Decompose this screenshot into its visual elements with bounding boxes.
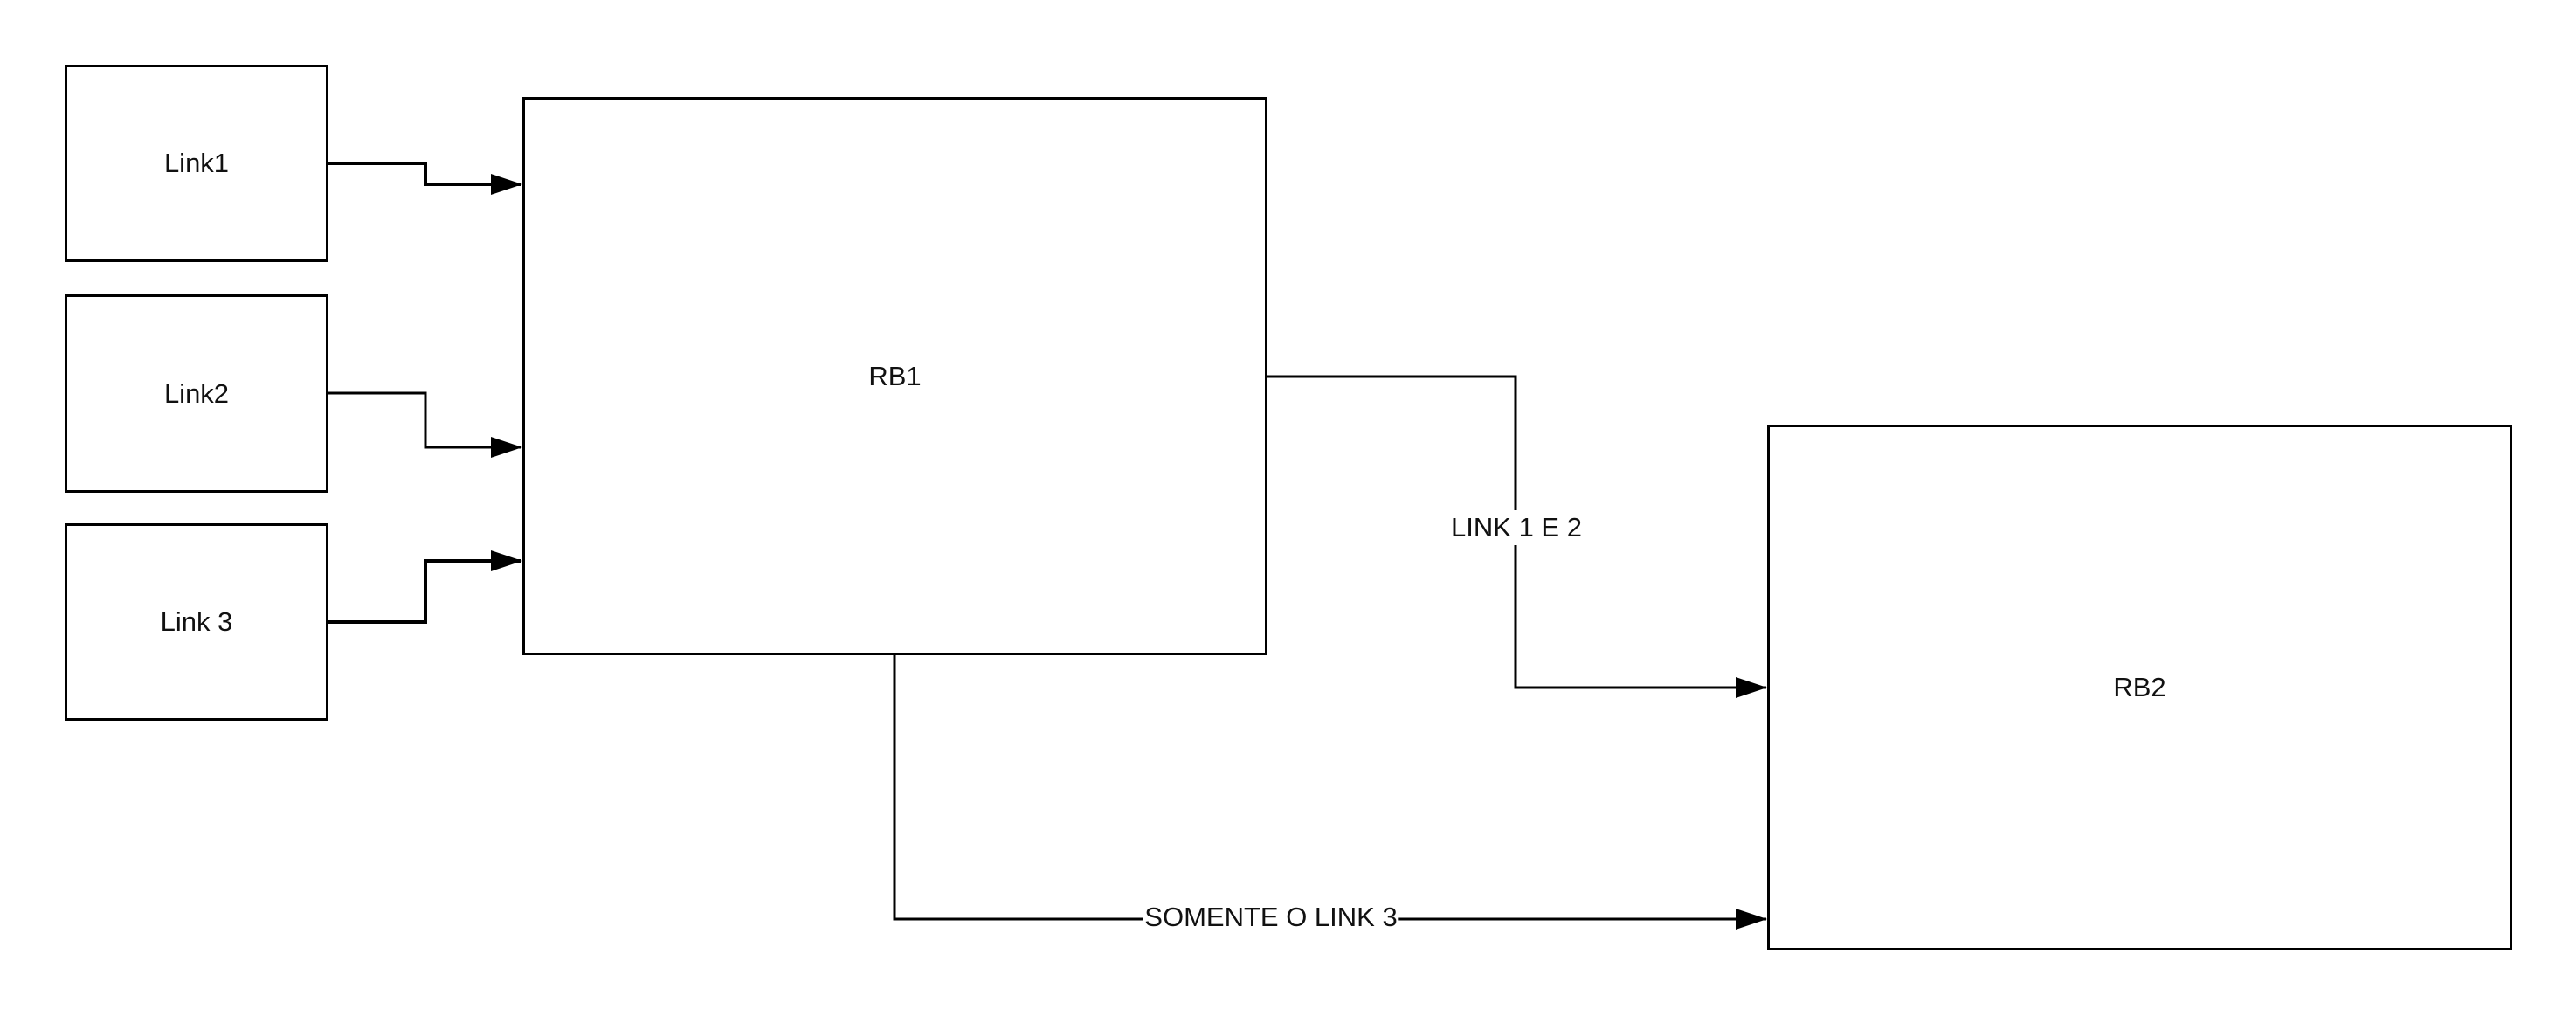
node-rb2[interactable]: RB2 bbox=[1767, 425, 2512, 950]
edge-link2-to-rb1[interactable] bbox=[328, 391, 522, 458]
node-rb1[interactable]: RB1 bbox=[522, 97, 1267, 655]
node-link1[interactable]: Link1 bbox=[65, 65, 328, 262]
node-label: Link1 bbox=[163, 148, 230, 178]
node-link2[interactable]: Link2 bbox=[65, 294, 328, 493]
edge-link3-to-rb1[interactable] bbox=[328, 550, 522, 624]
edge-label-link-1-e-2: LINK 1 E 2 bbox=[1449, 510, 1584, 545]
node-label: RB2 bbox=[2113, 672, 2166, 702]
edge-rb1-to-rb2-link3[interactable] bbox=[893, 655, 1767, 930]
node-link3[interactable]: Link 3 bbox=[65, 523, 328, 721]
node-label: Link2 bbox=[163, 377, 230, 409]
edge-link1-to-rb1[interactable] bbox=[328, 162, 522, 195]
node-label: RB1 bbox=[868, 360, 922, 391]
node-label: Link 3 bbox=[160, 606, 233, 637]
edge-label-somente-o-link-3: SOMENTE O LINK 3 bbox=[1143, 900, 1399, 935]
